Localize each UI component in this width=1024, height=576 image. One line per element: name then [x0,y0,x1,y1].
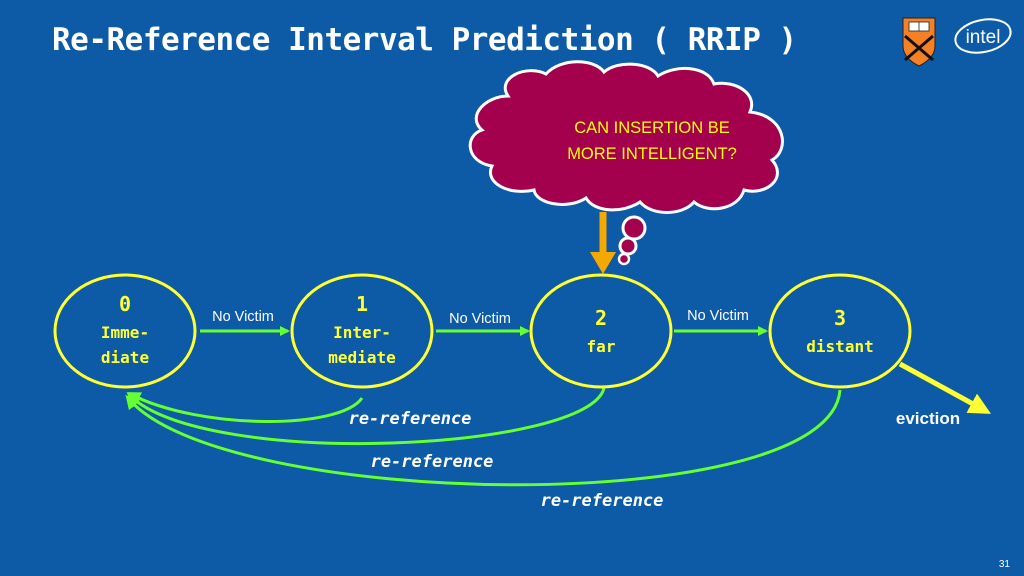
re-reference-arrow-2 [127,387,606,446]
state-3-value: 3 [834,306,846,330]
state-0-value: 0 [119,292,131,316]
intel-logo: intel [954,18,1012,54]
state-0: 0 Imme- diate [53,273,197,389]
thought-bubble-callout: CAN INSERTION BE MORE INTELLIGENT? [468,60,784,266]
state-1-value: 1 [356,292,368,316]
eviction-arrow [898,361,992,414]
state-1-label-line-1: Inter- [333,323,391,342]
state-1: 1 Inter- mediate [290,273,434,389]
re-reference-label-3: re-reference [541,491,664,511]
princeton-shield-logo [902,17,936,67]
page-number: 31 [998,559,1010,570]
state-2-label: far [587,337,616,356]
no-victim-label-2: No Victim [449,311,511,327]
state-3: 3 distant [768,273,912,389]
no-victim-label-1: No Victim [212,309,274,325]
state-0-label-line-1: Imme- [101,323,149,342]
state-0-label-line-2: diate [101,348,149,367]
re-reference-label-2: re-reference [371,452,494,472]
state-1-label-line-2: mediate [328,348,395,367]
callout-line-2: MORE INTELLIGENT? [567,145,737,163]
state-3-label: distant [806,337,873,356]
no-victim-label-3: No Victim [687,308,749,324]
re-reference-arrow-3 [125,389,842,487]
state-2-value: 2 [595,306,607,330]
re-reference-label-1: re-reference [349,409,472,429]
slide-title: Re-Reference Interval Prediction ( RRIP … [52,22,797,58]
callout-line-1: CAN INSERTION BE [574,119,730,137]
intel-logo-text: intel [966,27,1001,48]
re-reference-arrow-1 [126,392,364,424]
state-2: 2 far [529,273,673,389]
insertion-pointer-arrowhead [590,252,616,274]
eviction-label: eviction [896,409,960,428]
